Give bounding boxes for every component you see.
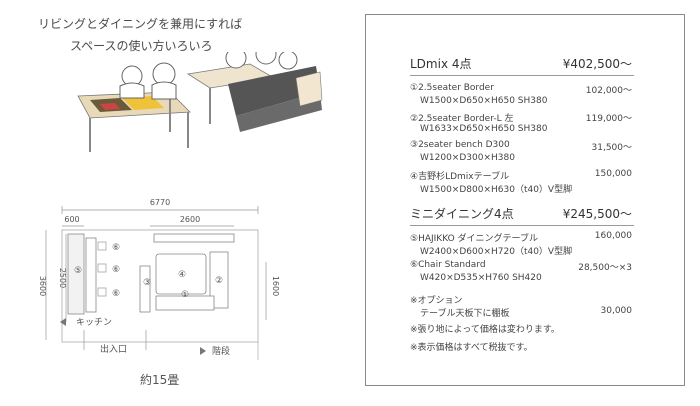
dim-left-width: 600 (64, 215, 79, 224)
set1-item-4-name: ④吉野杉LDmixテーブル (410, 172, 510, 182)
set1-item-1-spec: W1500×D650×H650 SH380 (420, 96, 548, 106)
set2-rule (410, 225, 634, 226)
marker-6c: ⑥ (112, 289, 120, 299)
marker-5: ⑤ (74, 266, 82, 276)
headline-line-2: スペースの使い方いろいろ (70, 39, 213, 53)
dim-right-height: 1600 (271, 276, 280, 296)
option-label: ※オプション (410, 296, 463, 306)
marker-3: ③ (143, 278, 151, 288)
headline-line-1: リビングとダイニングを兼用にすれば (38, 17, 243, 31)
set1-item-1-name: ①2.5seater Border (410, 83, 494, 93)
dim-outer-height: 3600 (38, 276, 47, 296)
option-price: 30,000 (600, 306, 633, 316)
dim-inner-height: 2500 (58, 268, 67, 288)
marker-6a: ⑥ (112, 243, 120, 253)
set1-title: LDmix 4点 (410, 57, 472, 71)
set2-item-2-price: 28,500〜×3 (578, 263, 632, 273)
price-panel: LDmix 4点 ¥402,500〜 ①2.5seater Border 102… (365, 14, 685, 386)
dim-total-width: 6770 (150, 198, 170, 207)
marker-2: ② (215, 276, 223, 286)
set2-item-1-name: ⑤HAJIKKO ダイニングテーブル (410, 234, 539, 244)
set1-item-3-name: ③2seater bench D300 (410, 140, 510, 150)
marker-4: ④ (178, 270, 186, 280)
floor-plan: 6770 600 2600 3600 2500 1600 ⑥ ⑥ ⑥ ⑤ ④ ③… (38, 198, 280, 387)
entrance-label: 出入口 (100, 343, 127, 355)
set2-item-2-name: ⑥Chair Standard (410, 260, 486, 270)
note-tax: ※表示価格はすべて税抜です。 (410, 343, 533, 353)
area-label: 約15畳 (140, 372, 179, 387)
set1-price: ¥402,500〜 (562, 57, 632, 71)
set1-item-2-price: 119,000〜 (585, 114, 632, 124)
set1-rule (410, 75, 634, 76)
set2-title: ミニダイニング4点 (410, 207, 514, 221)
option-item: テーブル天板下に棚板 (420, 309, 510, 319)
set1-item-4-price: 150,000 (594, 169, 632, 179)
set1-item-2-spec: W1633×D650×H650 SH380 (420, 124, 548, 134)
set1-item-4-spec: W1500×D800×H630（t40）V型脚 (420, 185, 573, 195)
living-dining-illustration (77, 52, 323, 152)
set1-item-3-spec: W1200×D300×H380 (420, 153, 515, 163)
kitchen-label: キッチン (76, 317, 112, 328)
dim-mid-width: 2600 (180, 215, 200, 224)
set2-item-2-spec: W420×D535×H760 SH420 (420, 273, 542, 283)
set1-item-1-price: 102,000〜 (585, 86, 632, 96)
set2-item-1-price: 160,000 (594, 231, 632, 241)
set2-item-1-spec: W2400×D600×H720（t40）V型脚 (420, 247, 573, 257)
set1-item-2-name: ②2.5seater Border-L 左 (410, 114, 514, 124)
stairs-label: 階段 (212, 345, 230, 357)
marker-1: ① (181, 290, 189, 300)
note-fabric: ※張り地によって価格は変わります。 (410, 325, 560, 335)
set1-item-3-price: 31,500〜 (591, 143, 633, 153)
set2-price: ¥245,500〜 (562, 207, 632, 221)
marker-6b: ⑥ (112, 265, 120, 275)
